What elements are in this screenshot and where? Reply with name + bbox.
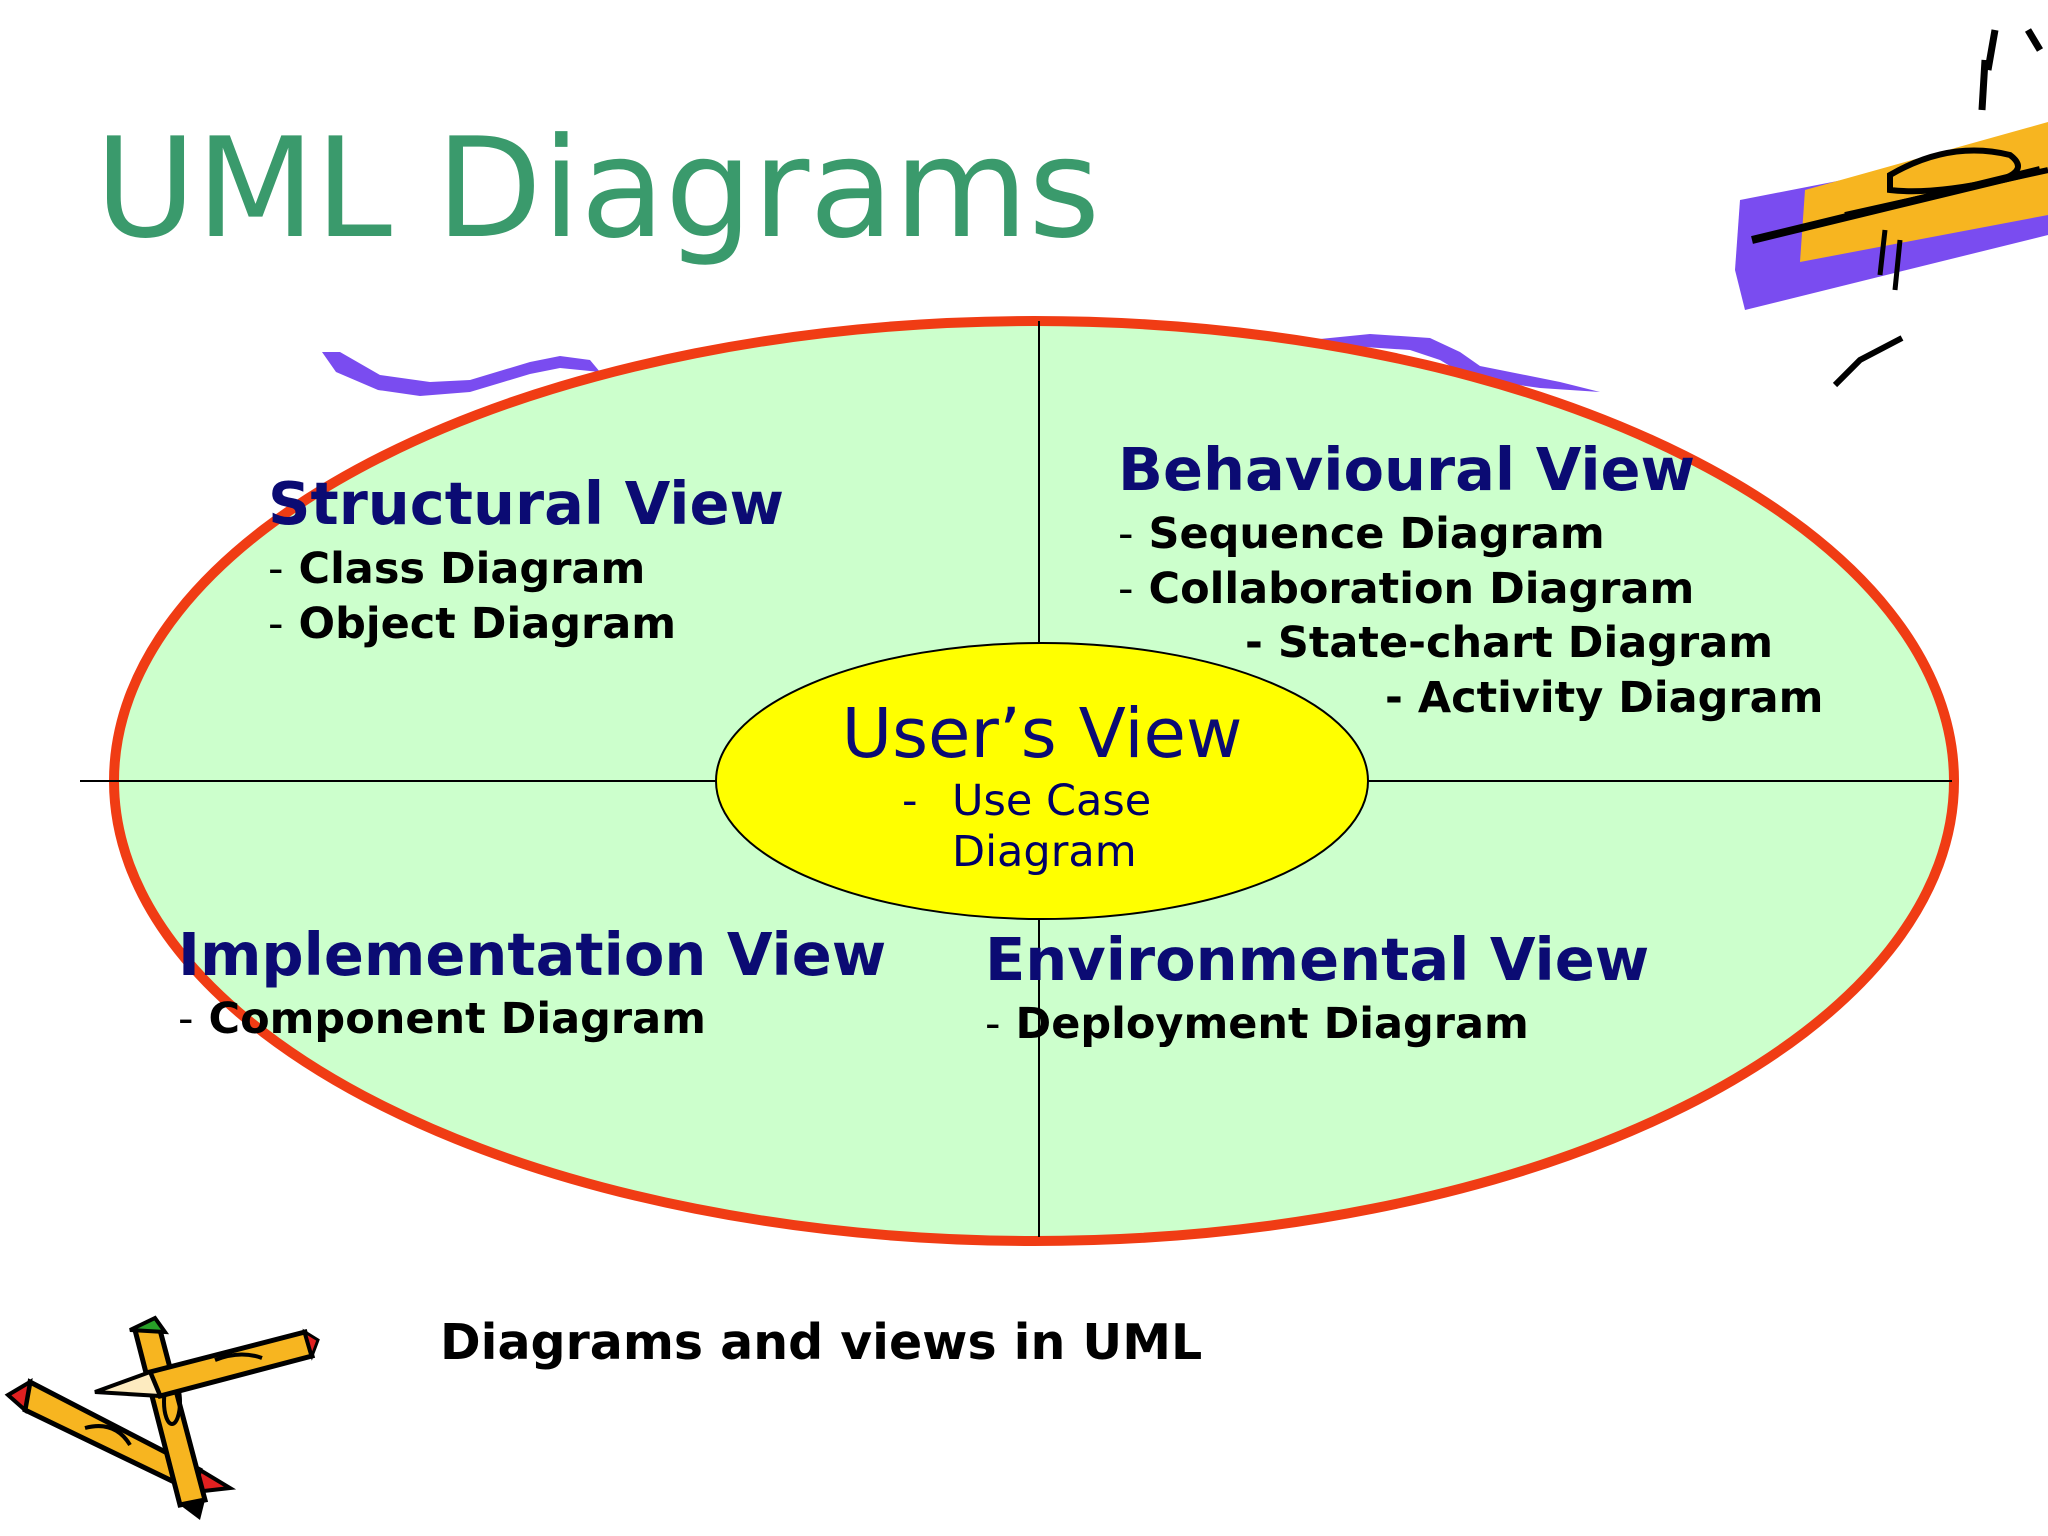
behavioural-view-title: Behavioural View bbox=[1118, 435, 1696, 504]
environmental-view-item: - Deployment Diagram bbox=[985, 1003, 1529, 1046]
bullet-dash: - bbox=[1245, 618, 1263, 668]
behavioural-item-label: Sequence Diagram bbox=[1148, 509, 1605, 559]
bullet-dash: - bbox=[178, 994, 194, 1044]
users-view-title-text: User’s View bbox=[841, 694, 1243, 774]
behavioural-view-item: - Sequence Diagram bbox=[1118, 513, 1605, 556]
users-view-item-line: Diagram bbox=[952, 827, 1137, 877]
implementation-item-label: Component Diagram bbox=[208, 994, 706, 1044]
users-view-item-line: Use Case bbox=[952, 776, 1152, 826]
bullet-dash: - bbox=[268, 599, 284, 649]
users-view-ellipse bbox=[715, 642, 1369, 920]
bullet-dash: - bbox=[268, 544, 284, 594]
structural-view-item: - Object Diagram bbox=[268, 603, 676, 646]
structural-view-title: Structural View bbox=[268, 469, 785, 538]
bullet-dash: - bbox=[1118, 564, 1134, 614]
behavioural-view-item: - Activity Diagram bbox=[1385, 677, 1824, 720]
structural-view-item: - Class Diagram bbox=[268, 548, 645, 591]
behavioural-item-label: State-chart Diagram bbox=[1277, 618, 1774, 668]
structural-item-label: Class Diagram bbox=[298, 544, 646, 594]
figure-caption: Diagrams and views in UML bbox=[440, 1314, 1203, 1371]
implementation-view-title: Implementation View bbox=[178, 920, 887, 989]
bullet-dash: - bbox=[985, 999, 1001, 1049]
bullet-dash: - bbox=[1385, 673, 1403, 723]
pencil-clipart-icon bbox=[1735, 28, 2048, 388]
behavioural-item-label: Activity Diagram bbox=[1417, 673, 1824, 723]
crossed-pencils-clipart-icon bbox=[4, 1315, 320, 1520]
structural-item-label: Object Diagram bbox=[298, 599, 677, 649]
users-view-dash: - bbox=[902, 776, 918, 826]
implementation-view-item: - Component Diagram bbox=[178, 998, 706, 1041]
behavioural-item-label: Collaboration Diagram bbox=[1148, 564, 1695, 614]
bullet-dash: - bbox=[1118, 509, 1134, 559]
environmental-view-title: Environmental View bbox=[985, 925, 1650, 994]
scribble-left bbox=[322, 352, 600, 396]
behavioural-view-item: - State-chart Diagram bbox=[1245, 622, 1773, 665]
scribble-right bbox=[1310, 334, 1600, 392]
slide-title: UML Diagrams bbox=[95, 108, 1101, 269]
behavioural-view-item: - Collaboration Diagram bbox=[1118, 568, 1694, 611]
environmental-item-label: Deployment Diagram bbox=[1015, 999, 1529, 1049]
